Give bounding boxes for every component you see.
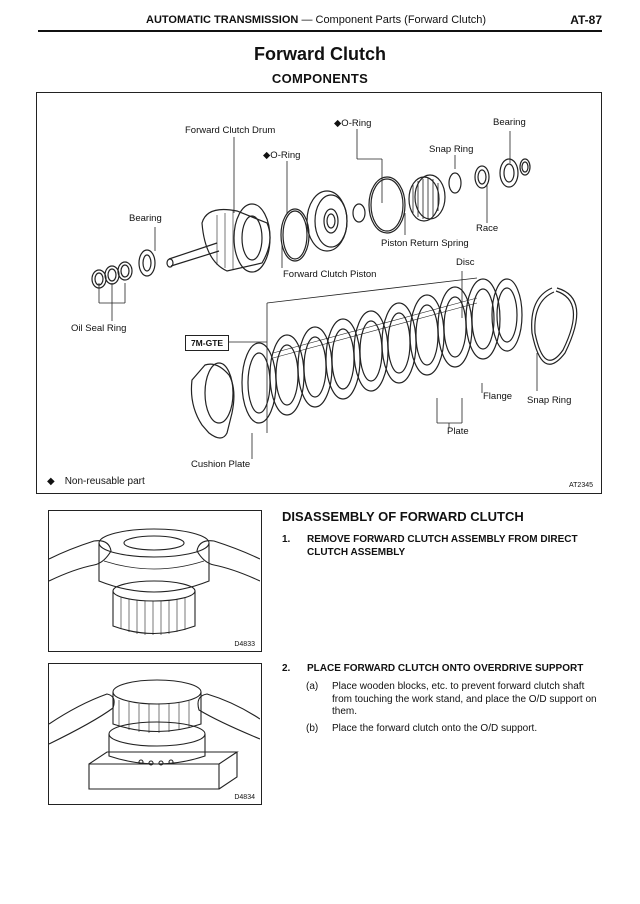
non-reusable-note: ◆ Non-reusable part	[47, 476, 145, 487]
label-oring-top: ◆O-Ring	[334, 118, 372, 129]
bearing-top-drawing	[499, 158, 531, 188]
photo-drawing-2	[49, 679, 261, 790]
step-2a-text: Place wooden blocks, etc. to prevent for…	[332, 681, 597, 717]
label-flange: Flange	[483, 391, 513, 402]
step-1: 1. REMOVE FORWARD CLUTCH ASSEMBLY FROM D…	[282, 533, 612, 559]
header-title: AUTOMATIC TRANSMISSION — Component Parts…	[146, 14, 486, 26]
exploded-diagram	[91, 129, 578, 459]
oring-top-drawing	[368, 176, 406, 234]
step-2b-mark: (b)	[306, 723, 319, 734]
photo-remove-forward-clutch: D4833	[48, 510, 262, 652]
step-2b-text: Place the forward clutch onto the O/D su…	[332, 723, 538, 734]
step-1-text: REMOVE FORWARD CLUTCH ASSEMBLY FROM DIRE…	[307, 534, 578, 558]
snap-ring-top-drawing	[448, 172, 462, 194]
disassembly-heading: DISASSEMBLY OF FORWARD CLUTCH	[282, 509, 524, 524]
diamond-icon: ◆	[47, 476, 55, 487]
step-2-number: 2.	[282, 663, 291, 674]
header-dash: —	[301, 14, 316, 26]
components-figure: Forward Clutch Drum ◆O-Ring ◆O-Ring Bear…	[36, 92, 602, 494]
label-snap-ring-right: Snap Ring	[527, 395, 572, 406]
label-forward-clutch-piston: Forward Clutch Piston	[283, 269, 377, 280]
snap-ring-right-drawing	[531, 287, 578, 365]
note-text: Non-reusable part	[64, 476, 145, 487]
label-forward-clutch-drum: Forward Clutch Drum	[185, 125, 276, 136]
page-number: AT-87	[570, 13, 602, 27]
step-2-text: PLACE FORWARD CLUTCH ONTO OVERDRIVE SUPP…	[307, 663, 584, 674]
oil-seal-rings-drawing	[91, 261, 133, 289]
clutch-pack-drawing	[190, 278, 523, 439]
header-subtitle: Component Parts (Forward Clutch)	[315, 14, 487, 26]
label-disc: Disc	[456, 257, 475, 268]
piston-return-spring-drawing	[408, 174, 446, 222]
race-drawing	[474, 165, 490, 189]
label-bearing-left: Bearing	[129, 213, 162, 224]
step-2a: (a) Place wooden blocks, etc. to prevent…	[306, 681, 606, 721]
variant-tag-7m-gte: 7M-GTE	[185, 335, 229, 351]
photo-id-1: D4833	[234, 641, 255, 648]
step-2: 2. PLACE FORWARD CLUTCH ONTO OVERDRIVE S…	[282, 662, 612, 676]
step-2a-mark: (a)	[306, 681, 319, 692]
header-section: AUTOMATIC TRANSMISSION	[146, 14, 299, 26]
page-header: AUTOMATIC TRANSMISSION — Component Parts…	[38, 12, 602, 32]
forward-clutch-drum-drawing	[166, 203, 271, 273]
step-1-number: 1.	[282, 534, 291, 545]
photo-place-on-od-support: D4834	[48, 663, 262, 805]
label-piston-return-spring: Piston Return Spring	[381, 238, 469, 249]
page-title: Forward Clutch	[253, 44, 386, 64]
label-oring-mid: ◆O-Ring	[263, 150, 301, 161]
label-bearing-top: Bearing	[493, 117, 526, 128]
label-oil-seal-ring: Oil Seal Ring	[71, 323, 127, 334]
step-2b: (b) Place the forward clutch onto the O/…	[306, 723, 606, 737]
photo-drawing-1	[49, 528, 261, 635]
oring-mid-drawing	[280, 208, 310, 262]
components-heading: COMPONENTS	[271, 71, 369, 86]
label-plate: Plate	[447, 426, 469, 437]
photo-id-2: D4834	[234, 794, 255, 801]
label-cushion-plate: Cushion Plate	[191, 459, 251, 470]
leader-lines	[98, 129, 538, 459]
label-snap-ring-top: Snap Ring	[429, 144, 474, 155]
bearing-left-drawing	[138, 249, 156, 277]
piston-drawing	[306, 190, 348, 252]
label-race: Race	[476, 223, 499, 234]
figure-id: AT2345	[569, 482, 593, 489]
